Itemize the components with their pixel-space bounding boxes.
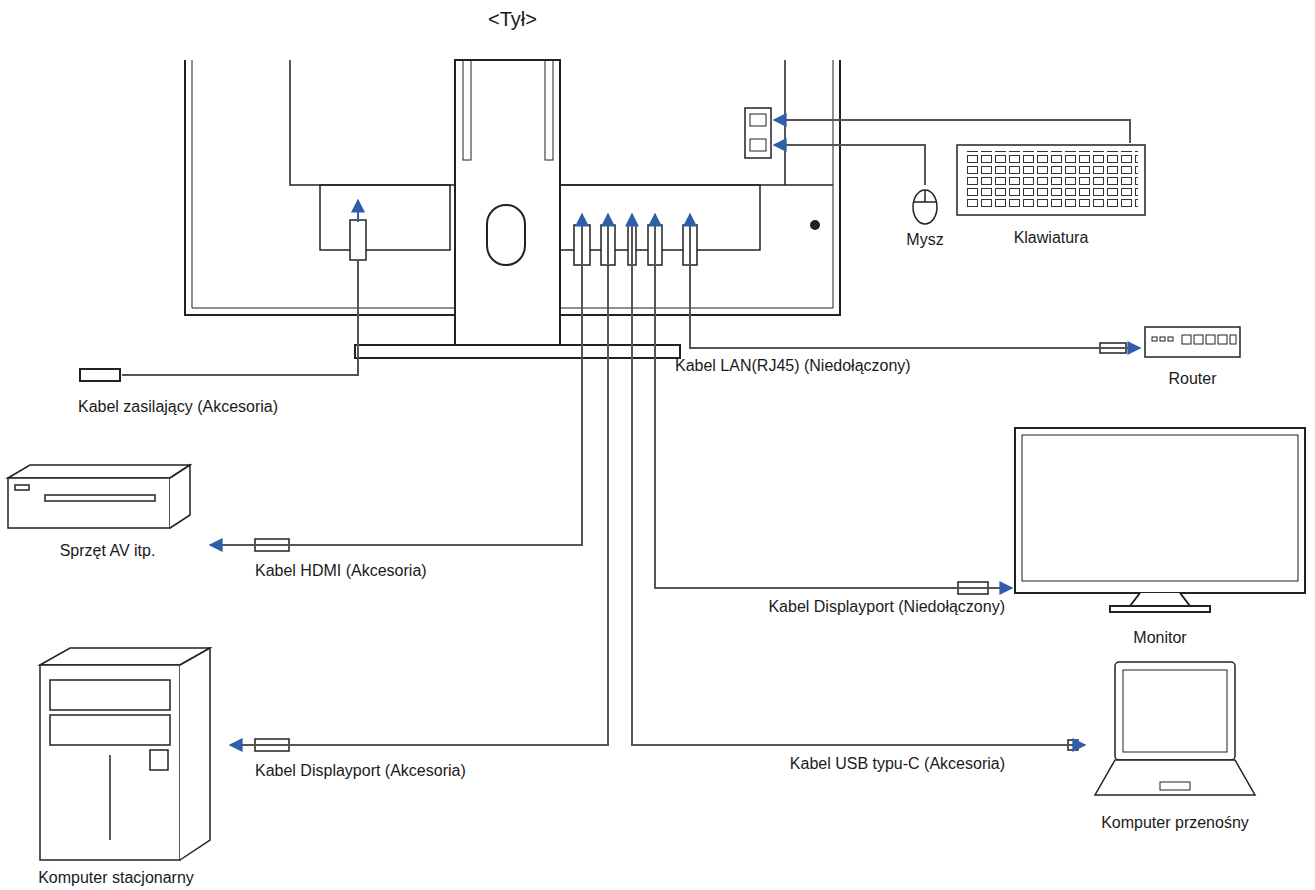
cable-label: Kabel USB typu-C (Akcesoria) [700,755,1005,773]
router-icon [1145,327,1240,357]
cable-connector [632,214,1085,745]
device-label: Komputer stacjonarny [38,869,194,887]
cable-end-plugs [255,343,1126,751]
cable-label: Kabel zasilający (Akcesoria) [78,398,278,416]
monitor-rear [185,60,840,358]
av-device-icon [8,465,190,528]
cable-label: Kabel LAN(RJ45) (Niedołączony) [675,357,1005,375]
device-label: Komputer przenośny [1101,814,1249,832]
view-heading: <Tył> [488,8,537,31]
cable-label: Kabel HDMI (Akcesoria) [255,562,555,580]
monitor-rear-node: <Tył> [185,8,840,318]
device-label: Router [1168,370,1216,388]
device-node: Komputer stacjonarny [2,643,230,887]
device-node: Komputer przenośny [1085,656,1265,832]
device-node: Monitor [1012,425,1308,647]
cable-connector [774,120,1130,143]
cable-label: Kabel Displayport (Niedołączony) [700,598,1005,616]
device-node: Mysz [895,185,955,249]
device-node: Klawiatura [955,143,1147,247]
device-node: Sprzęt AV itp. [5,460,210,560]
mouse-icon [913,190,937,224]
device-label: Sprzęt AV itp. [60,542,156,560]
device-node: Router [1140,322,1245,388]
device-label: Monitor [1133,629,1186,647]
cable-connector [655,214,1012,588]
cable-connector [230,214,608,745]
device-label: Mysz [906,231,943,249]
cable-connector [690,214,1140,348]
port-plugs [350,220,697,265]
desktop-pc-icon [40,648,210,860]
cable-label: Kabel Displayport (Akcesoria) [255,762,575,780]
cable-connector [774,145,925,185]
keyboard-icon [957,145,1145,215]
cable-connector [210,214,582,545]
power-cable [80,200,358,381]
monitor-icon [1015,428,1305,612]
device-label: Klawiatura [1014,229,1089,247]
laptop-icon [1095,662,1255,795]
